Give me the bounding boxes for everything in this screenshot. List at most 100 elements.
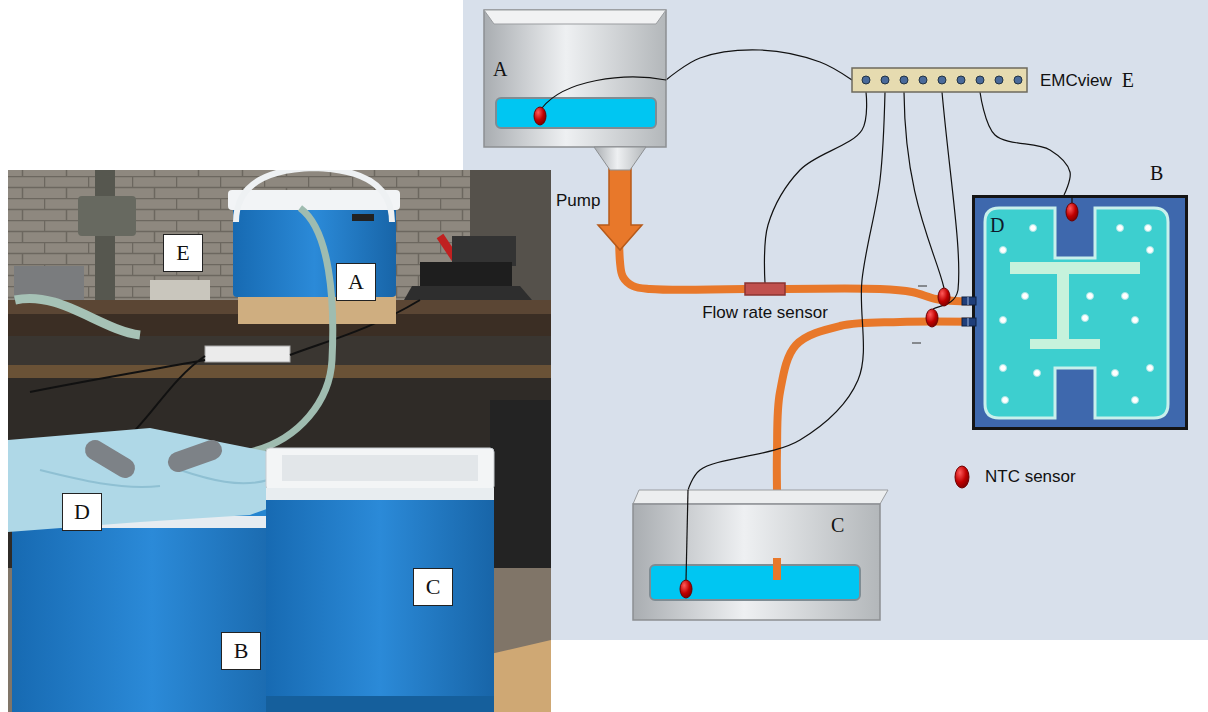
input-socket: [1014, 76, 1022, 84]
cooler-a-handle: [236, 170, 392, 222]
brick-wall: [8, 170, 551, 305]
hole: [1000, 365, 1007, 372]
hole: [1147, 247, 1154, 254]
cooler-c-tray: [282, 455, 478, 481]
callout-letter: A: [348, 269, 364, 294]
sensor-tick: [912, 286, 927, 343]
callout-label: C: [413, 568, 453, 606]
node-label: B: [1150, 162, 1163, 184]
input-socket: [957, 76, 965, 84]
tank-rim: [633, 490, 888, 504]
water: [496, 98, 656, 128]
tank-body: [633, 504, 880, 620]
heat-plate: D: [985, 208, 1168, 418]
supply-tank: A: [484, 10, 666, 147]
hole: [1132, 317, 1139, 324]
sensor-wire: [542, 77, 666, 108]
node-label: Flow rate sensor: [702, 303, 828, 322]
bench-box: [150, 280, 210, 300]
callout-label: A: [336, 263, 376, 301]
callout-letter: B: [234, 638, 249, 663]
hole: [1087, 293, 1094, 300]
storage-bins: [490, 400, 551, 570]
input-socket: [976, 76, 984, 84]
hole: [1034, 370, 1041, 377]
node-label: D: [990, 214, 1004, 236]
pipe-outlet: [773, 558, 781, 580]
hose: [250, 208, 333, 452]
callout-label: D: [62, 493, 102, 531]
cooler-c-band: [266, 488, 494, 502]
laptop-screen: [420, 262, 512, 288]
hole: [1132, 397, 1139, 404]
inlet-connector: [962, 297, 976, 305]
cooler-c: [266, 500, 494, 700]
hole: [1022, 293, 1029, 300]
inlet-ring: [968, 318, 969, 326]
input-socket: [881, 76, 889, 84]
hole: [1000, 317, 1007, 324]
node-label: EMCview: [1040, 71, 1112, 90]
hose: [15, 298, 140, 335]
logger-strip: [852, 68, 1027, 92]
data-logger: EMCviewE: [852, 68, 1027, 92]
sensor-wire: [1071, 195, 1072, 203]
callout-letter: C: [426, 574, 441, 599]
hole: [1002, 397, 1009, 404]
cooler-c-lid: [266, 448, 494, 490]
hole: [1147, 365, 1154, 372]
legend-sample: [955, 466, 969, 488]
inlet-connector: [962, 318, 976, 326]
input-socket: [919, 76, 927, 84]
input-socket: [995, 76, 1003, 84]
bench-back: [8, 336, 551, 366]
hole: [1082, 315, 1089, 322]
legend-text: NTC sensor: [985, 467, 1076, 487]
hole: [1145, 225, 1152, 232]
flow-sensor-body: [745, 283, 785, 295]
ntc-sensor: [926, 309, 938, 327]
channel: [1010, 262, 1140, 349]
heat-pipes: [95, 450, 212, 468]
hole: [1122, 293, 1129, 300]
sensor-wire: [686, 490, 688, 581]
ntc-sensor: [534, 107, 546, 125]
hole: [1117, 225, 1124, 232]
water-pipe: [619, 147, 745, 290]
towel: [8, 428, 292, 532]
callout-label: E: [163, 234, 203, 272]
inlet-ring: [968, 297, 969, 305]
plate-outline: [985, 208, 1168, 418]
sensor-wire: [764, 92, 866, 283]
water-pipe: [785, 289, 985, 302]
water: [650, 565, 860, 600]
input-socket: [862, 76, 870, 84]
ntc-sensor: [1066, 203, 1078, 221]
legend-sample: [953, 464, 971, 490]
tank-body: [484, 10, 666, 147]
towel-folds: [40, 470, 268, 487]
ntc-sensor: [938, 288, 950, 306]
sensor-wire: [666, 50, 852, 80]
hole: [1112, 370, 1119, 377]
lab-photo: [8, 170, 551, 712]
cooler-a-lid: [228, 190, 400, 210]
cooler-b: [12, 525, 292, 712]
ntc-sensor: [680, 580, 692, 598]
tank-funnel: [594, 147, 646, 170]
node-label: A: [493, 58, 507, 80]
flow-sensor: Flow rate sensor: [745, 283, 785, 295]
drill-head: [78, 196, 136, 236]
water-pipe: [777, 322, 985, 490]
hole: [1000, 247, 1007, 254]
node-outline: [985, 208, 1168, 418]
water-bath: BD: [972, 195, 1188, 430]
input-socket: [938, 76, 946, 84]
cooler-a-tag: [352, 214, 374, 221]
part-label: Pump: [556, 191, 600, 210]
node-outline: [852, 68, 1027, 92]
input-socket: [900, 76, 908, 84]
hole: [1030, 225, 1037, 232]
collect-tank: C: [633, 490, 880, 620]
callout-label: B: [221, 632, 261, 670]
